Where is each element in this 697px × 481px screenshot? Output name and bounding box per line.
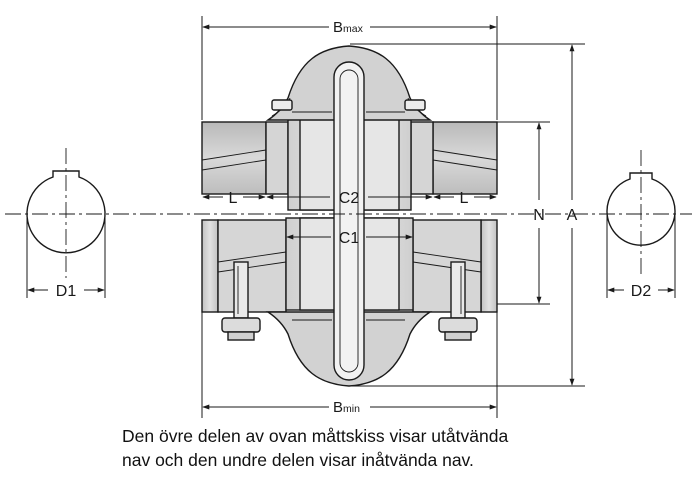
dimension-lines <box>26 16 676 418</box>
drawing-caption: Den övre delen av ovan måttskiss visar u… <box>122 424 642 472</box>
d1-label: D1 <box>56 283 77 300</box>
right-shaft-end-view <box>606 150 676 274</box>
coupling-body <box>201 45 498 387</box>
l-right-label: L <box>460 190 469 207</box>
c1-label: C1 <box>339 230 360 247</box>
bmax-label: Bmax <box>333 19 364 36</box>
dimension-labels: Bmax Bmin C2 C1 L L N A D1 D2 <box>56 19 652 416</box>
d2-label: D2 <box>631 283 652 300</box>
bmin-label: Bmin <box>333 399 360 416</box>
caption-line-2: nav och den undre delen visar inåtvända … <box>122 450 474 470</box>
left-shaft-end-view <box>26 148 106 278</box>
n-label: N <box>533 207 545 224</box>
c2-label: C2 <box>339 190 360 207</box>
l-left-label: L <box>229 190 238 207</box>
a-label: A <box>567 207 578 224</box>
caption-line-1: Den övre delen av ovan måttskiss visar u… <box>122 426 509 446</box>
